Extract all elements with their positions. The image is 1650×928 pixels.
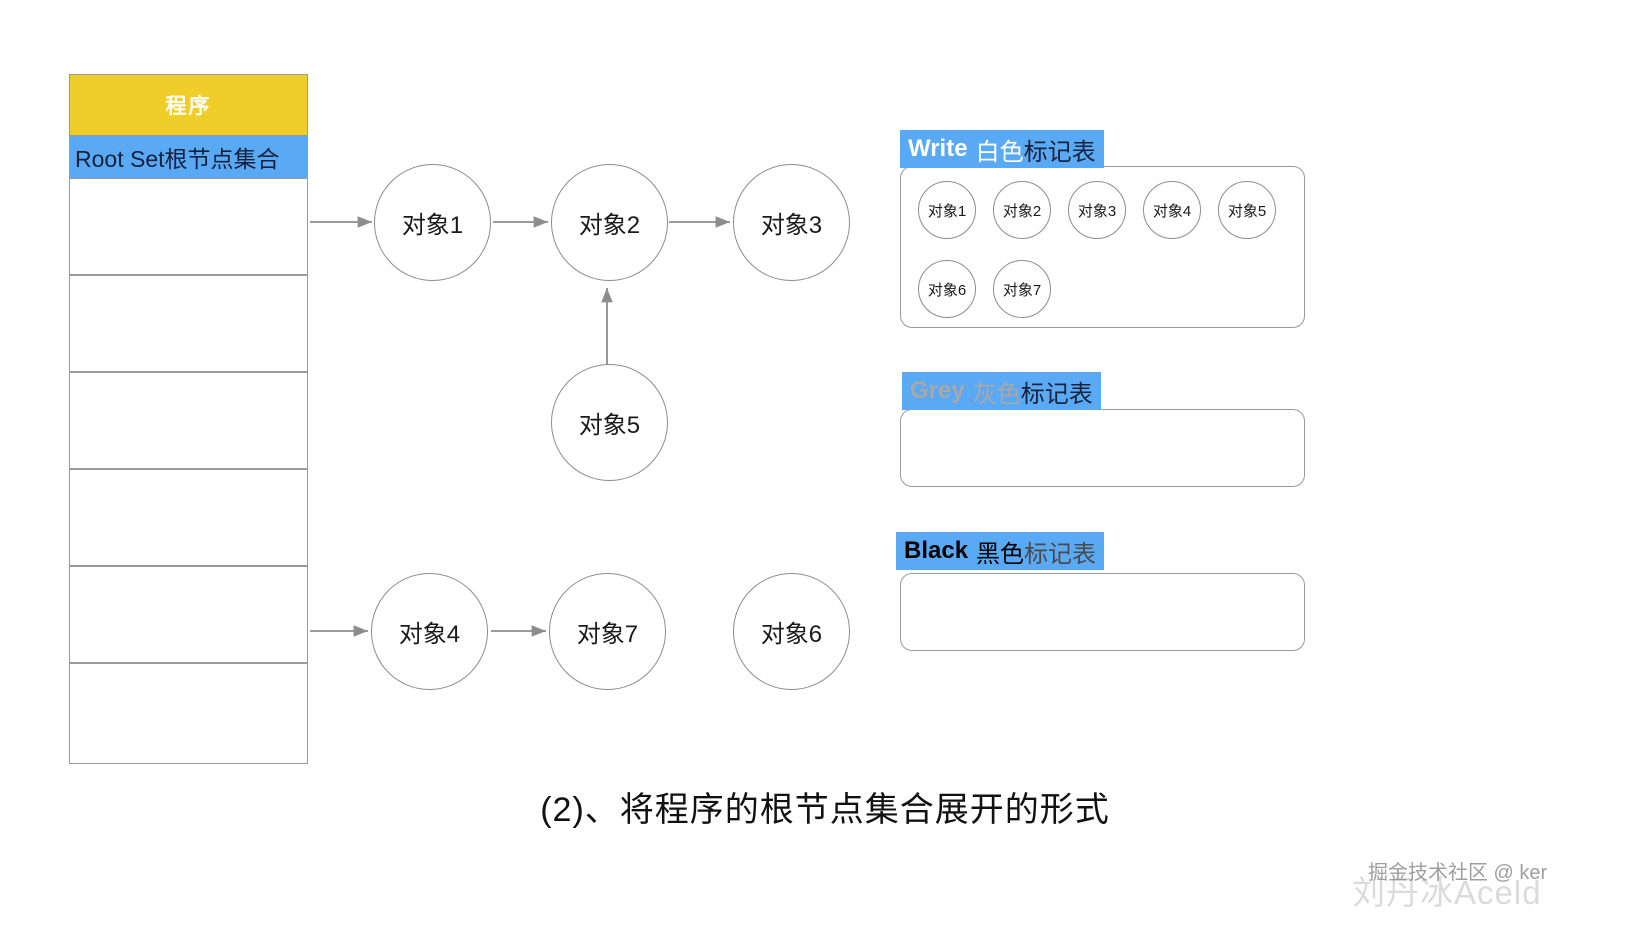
white-mark-table-box: 对象1 对象2 对象3 对象4 对象5 对象6 对象7 (900, 166, 1305, 328)
white-mark-item[interactable]: 对象1 (918, 181, 976, 239)
white-mark-item[interactable]: 对象5 (1218, 181, 1276, 239)
white-mark-title-cn: 白色 (975, 138, 1024, 166)
figure-caption: (2)、将程序的根节点集合展开的形式 (540, 791, 1110, 829)
graph-node-obj4[interactable]: 对象4 (371, 573, 488, 690)
grey-mark-title-en: Grey (910, 377, 965, 404)
graph-node-obj7[interactable]: 对象7 (549, 573, 666, 690)
root-set-slot (69, 663, 308, 764)
black-mark-table-box (900, 573, 1305, 651)
root-set-slot (69, 178, 308, 275)
white-mark-item[interactable]: 对象7 (993, 260, 1051, 318)
black-mark-title-cn: 黑色 (976, 540, 1025, 568)
root-set-slot (69, 566, 308, 663)
graph-node-obj5[interactable]: 对象5 (551, 364, 668, 481)
grey-mark-table-box (900, 409, 1305, 487)
black-mark-title-suffix: 标记表 (1024, 540, 1097, 568)
graph-node-obj3[interactable]: 对象3 (733, 164, 850, 281)
black-mark-table-title: Black 黑色 标记表 (896, 532, 1105, 570)
graph-node-obj1[interactable]: 对象1 (374, 164, 491, 281)
root-set-slot (69, 469, 308, 566)
root-set-slot (69, 372, 308, 469)
grey-mark-table-title: Grey 灰色 标记表 (902, 372, 1101, 410)
black-mark-title-en: Black (904, 537, 969, 564)
watermark-primary: 掘金技术社区 @ ker (1368, 862, 1548, 884)
graph-node-obj2[interactable]: 对象2 (551, 164, 668, 281)
watermark-secondary: 刘丹冰Aceld (1352, 874, 1542, 911)
grey-mark-title-suffix: 标记表 (1020, 380, 1093, 408)
program-header: 程序 (69, 74, 308, 136)
white-mark-item[interactable]: 对象6 (918, 260, 976, 318)
grey-mark-title-cn: 灰色 (972, 380, 1021, 408)
white-mark-table-title: Write 白色 标记表 (900, 130, 1104, 168)
white-mark-item[interactable]: 对象3 (1068, 181, 1126, 239)
graph-node-obj6[interactable]: 对象6 (733, 573, 850, 690)
white-mark-title-suffix: 标记表 (1023, 138, 1096, 166)
white-mark-item[interactable]: 对象4 (1143, 181, 1201, 239)
root-set-slot (69, 275, 308, 372)
program-root-set-table: 程序 Root Set根节点集合 (69, 74, 308, 764)
root-set-row: Root Set根节点集合 (69, 136, 308, 178)
white-mark-title-en: Write (908, 135, 968, 162)
white-mark-item[interactable]: 对象2 (993, 181, 1051, 239)
